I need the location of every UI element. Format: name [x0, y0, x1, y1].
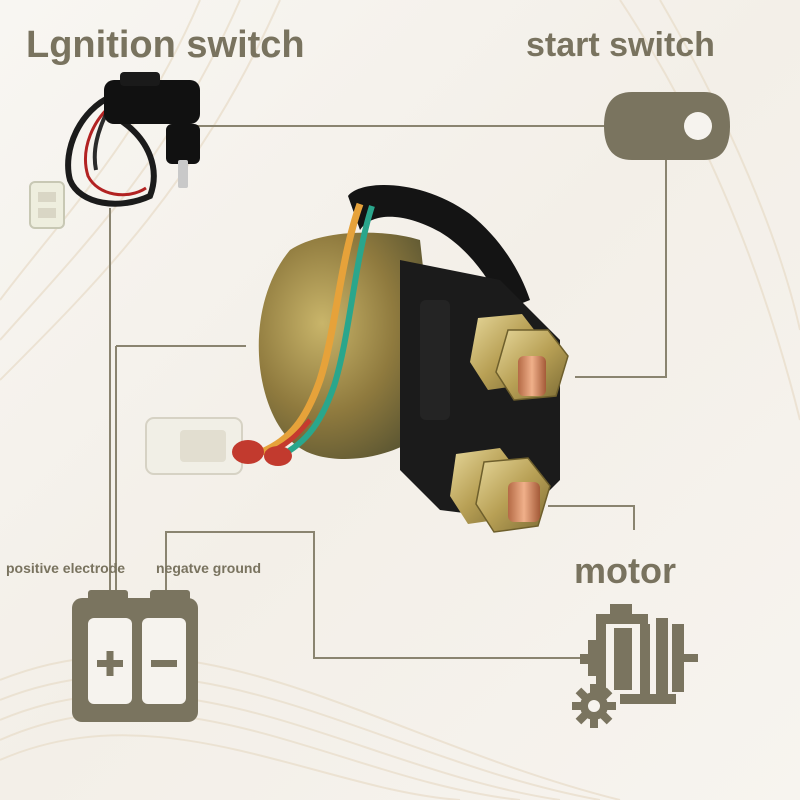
- motor-icon: [580, 604, 698, 704]
- battery-plus-v: [106, 651, 114, 676]
- line-ground: [165, 531, 582, 659]
- negative-ground-label: negatve ground: [156, 560, 262, 576]
- gear-icon: [572, 684, 616, 728]
- solenoid-relay-image: [145, 185, 569, 533]
- motor-label: motor: [574, 550, 676, 591]
- start-switch-label: start switch: [526, 26, 715, 64]
- line-terminal-to-motor: [548, 505, 635, 530]
- positive-electrode-label: positive electrode: [6, 560, 126, 576]
- ignition-switch-image: [29, 72, 200, 229]
- line-start-to-terminal: [575, 158, 667, 378]
- connection-lines: [109, 125, 667, 659]
- start-switch-icon: [604, 92, 730, 160]
- battery-icon: [72, 590, 198, 722]
- ignition-switch-label: Lgnition switch: [26, 24, 305, 66]
- battery-minus: [151, 660, 177, 667]
